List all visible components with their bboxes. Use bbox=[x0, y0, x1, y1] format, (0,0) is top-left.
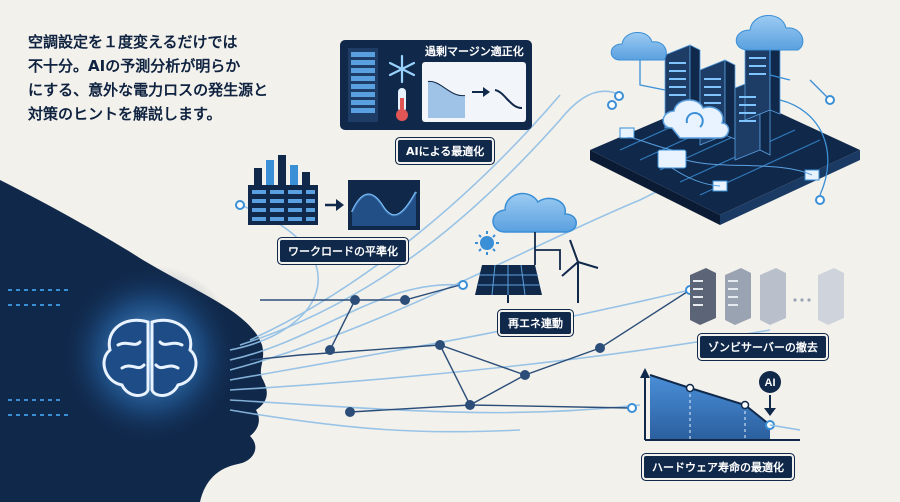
ai-badge: AI bbox=[765, 377, 776, 389]
thermometer-icon bbox=[396, 88, 408, 121]
endpoint-rings bbox=[235, 91, 695, 413]
server-rack-icon bbox=[248, 155, 420, 230]
label-workload: ワークロードの平準化 bbox=[280, 240, 406, 262]
cooling-card bbox=[340, 40, 532, 130]
label-zombie: ゾンビサーバーの撤去 bbox=[700, 336, 826, 358]
brain-icon bbox=[102, 318, 198, 397]
label-hardware: ハードウェア寿命の最適化 bbox=[644, 456, 792, 478]
network-lines bbox=[249, 284, 691, 413]
intro-text: 空調設定を１度変えるだけでは 不十分。AIの予測分析が明らか にする、意外な電力… bbox=[28, 33, 269, 123]
solar-panel-icon bbox=[475, 264, 542, 303]
sky-cloud-icon bbox=[610, 15, 804, 61]
ai-badge-circle bbox=[759, 371, 781, 393]
hardware-lifecycle-chart: AI bbox=[640, 368, 801, 441]
center-cloud-icon bbox=[662, 99, 730, 139]
cloud-icon bbox=[492, 192, 577, 233]
sun-icon bbox=[475, 231, 499, 255]
wind-turbine-icon bbox=[561, 239, 599, 303]
zombie-servers bbox=[690, 268, 844, 325]
brain-glow bbox=[60, 265, 240, 445]
network-nodes bbox=[325, 295, 605, 417]
label-ai-optimization: AIによる最適化 bbox=[398, 140, 493, 162]
datacenter-platform bbox=[590, 39, 860, 225]
signal-dashes bbox=[8, 289, 70, 416]
cooling-card-title: 過剰マージン適正化 bbox=[425, 45, 524, 58]
label-renewables: 再エネ連動 bbox=[500, 312, 571, 334]
snowflake-icon bbox=[388, 54, 416, 84]
